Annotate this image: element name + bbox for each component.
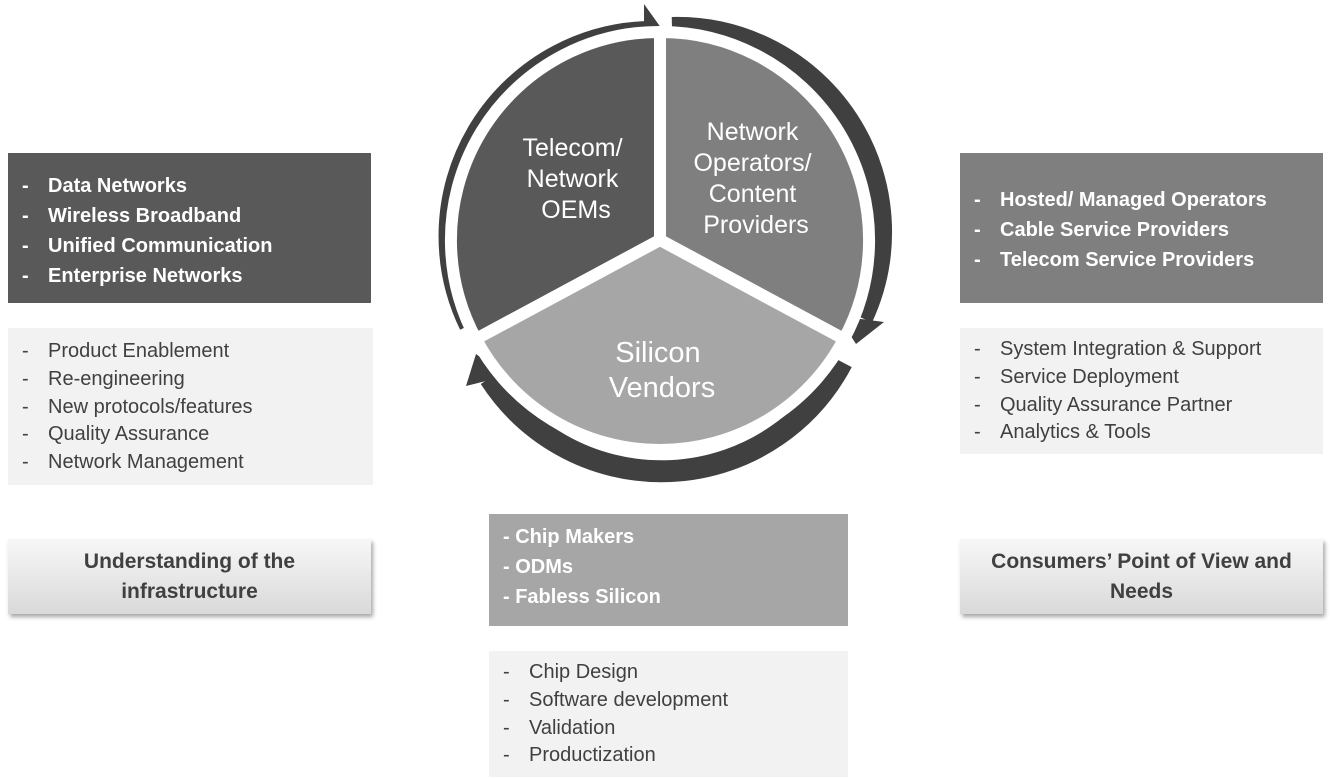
arrow-right [671,16,892,323]
segment-silicon-vendors [470,234,850,457]
list-item: -Unified Communication [22,235,273,257]
list-item: - Chip Makers [503,526,635,548]
center-segments-box: - Chip Makers - ODMs - Fabless Silicon [489,514,848,626]
left-services-box: -Product Enablement -Re-engineering -New… [8,328,373,485]
list-item: -New protocols/features [22,395,253,418]
list-item: -Wireless Broadband [22,205,242,227]
center-services-box: -Chip Design -Software development -Vali… [489,651,848,777]
list-item: -Validation [503,716,616,739]
list-item: -Productization [503,744,656,767]
list-item: -Data Networks [22,175,187,197]
right-caption: Consumers’ Point of View and Needs [960,539,1323,614]
label-silicon-vendors: Silicon Vendors [609,337,715,404]
list-item: -Quality Assurance Partner [974,393,1233,416]
list-item: -Network Management [22,451,244,474]
label-telecom-oems: Telecom/ Network OEMs [523,134,630,224]
list-item: -Analytics & Tools [974,421,1151,444]
list-item: -System Integration & Support [974,338,1262,360]
list-item: - ODMs [503,556,574,578]
right-segments-box: -Hosted/ Managed Operators -Cable Servic… [960,153,1323,303]
label-network-operators: Network Operators/ Content Providers [693,118,818,239]
list-item: -Re-engineering [22,367,185,390]
list-item: -Quality Assurance [22,423,210,446]
list-item: -Software development [503,688,729,711]
list-item: -Chip Design [503,661,638,683]
list-item: -Cable Service Providers [974,219,1230,241]
list-item: -Enterprise Networks [22,265,243,287]
list-item: -Telecom Service Providers [974,249,1255,271]
list-item: - Fabless Silicon [503,586,661,608]
left-segments-box: -Data Networks -Wireless Broadband -Unif… [8,153,371,303]
arrow-bottom [480,356,852,483]
right-services-box: -System Integration & Support -Service D… [960,328,1323,454]
list-item: -Hosted/ Managed Operators [974,189,1267,211]
list-item: -Service Deployment [974,365,1179,388]
left-caption: Understanding of the infrastructure [8,539,371,614]
list-item: -Product Enablement [22,340,230,362]
